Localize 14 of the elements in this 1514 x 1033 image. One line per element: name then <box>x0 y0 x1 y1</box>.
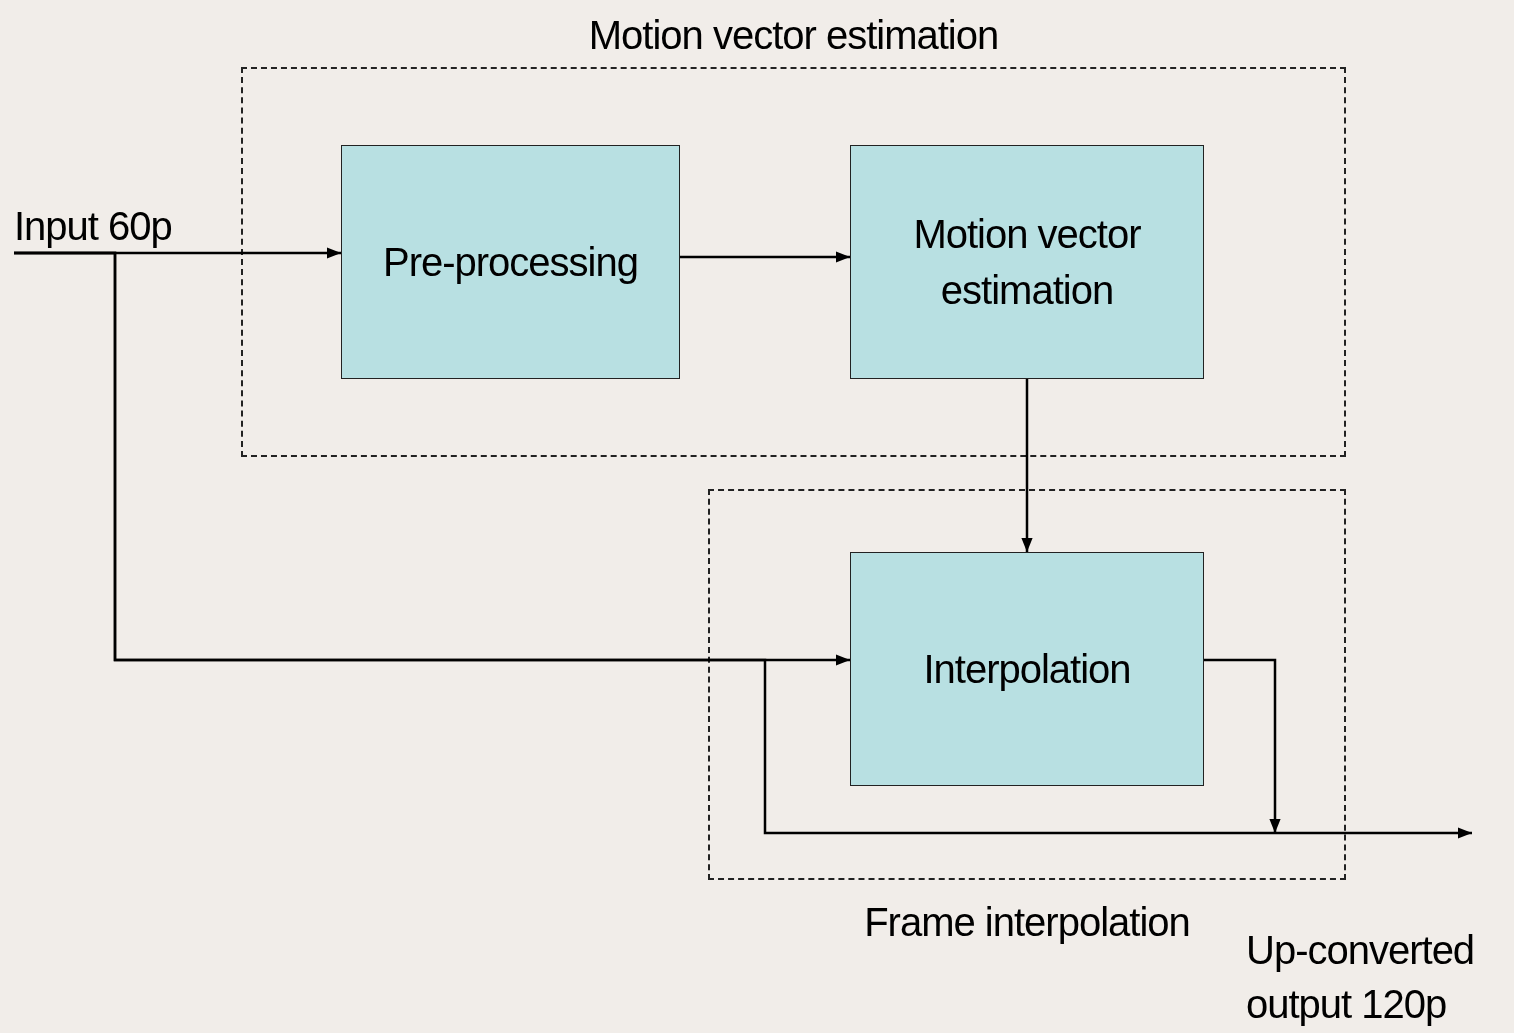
process-box <box>850 145 1204 379</box>
process-box <box>341 145 680 379</box>
signal-label: Input 60p <box>14 203 172 250</box>
process-box <box>850 552 1204 786</box>
group-heading: Motion vector estimation <box>587 12 1000 59</box>
box-label: Motion vector estimation <box>912 211 1142 314</box>
arrow <box>680 251 850 263</box>
box-label: Interpolation <box>923 646 1131 693</box>
arrow <box>14 251 1472 839</box>
box-label: Pre-processing <box>383 239 638 286</box>
arrow <box>1204 658 1281 833</box>
group-heading: Frame interpolation <box>863 899 1191 946</box>
arrow <box>1021 379 1033 552</box>
signal-label: Up-converted output 120p <box>1246 927 1476 1028</box>
